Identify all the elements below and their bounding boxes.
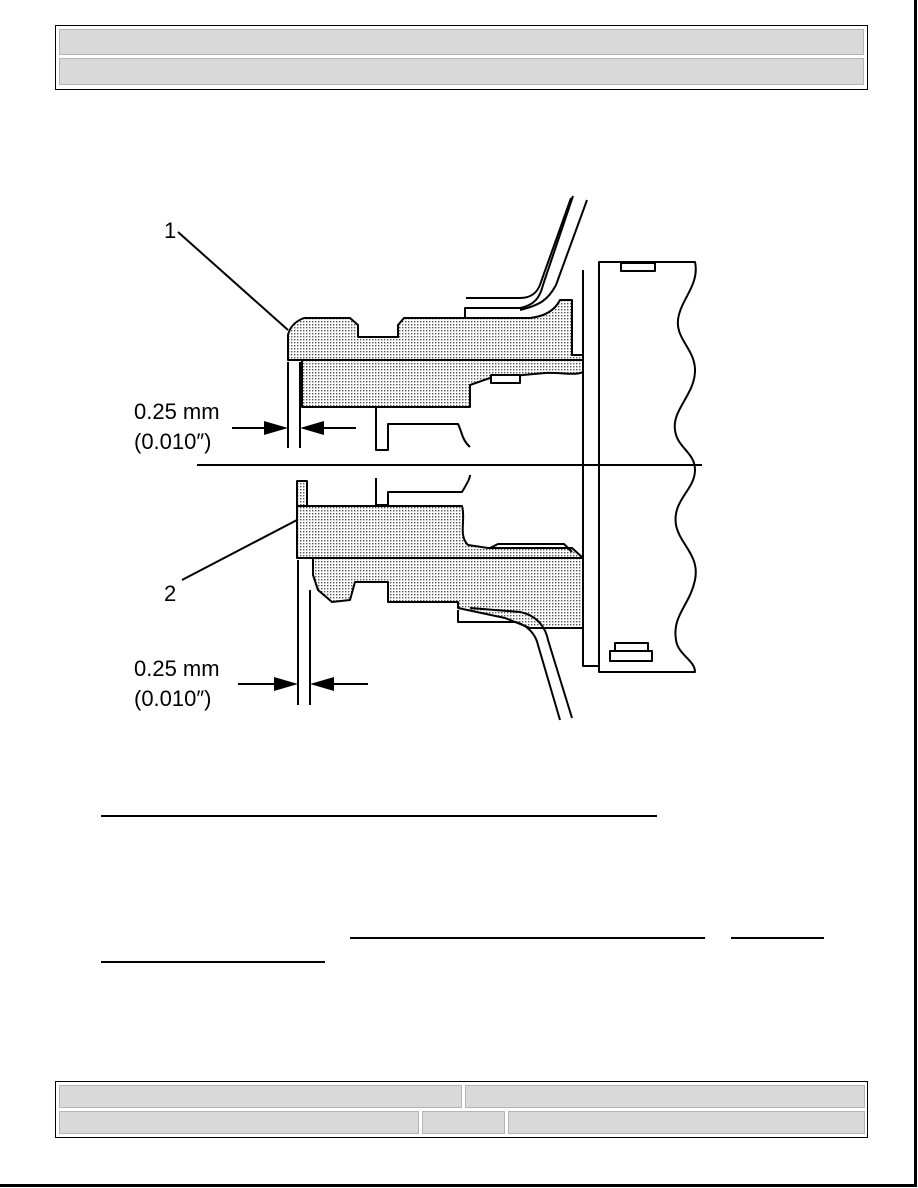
dim-top-metric: 0.25 mm: [134, 399, 220, 424]
text-rule-4: [101, 961, 325, 963]
dim-arrow-top-left: [264, 421, 288, 435]
dim-arrow-bottom-right: [310, 677, 334, 691]
housing-outline: [582, 261, 697, 673]
upper-arm: [464, 195, 574, 320]
lower-arm: [457, 610, 561, 721]
footer-cell-left-bottom: [59, 1111, 419, 1134]
footer-cell-right-top: [465, 1085, 865, 1108]
dim-bottom-metric: 0.25 mm: [134, 656, 220, 681]
dim-top-imperial: (0.010″): [134, 429, 212, 454]
callout-2-label: 2: [164, 581, 176, 606]
dim-arrow-top-right: [300, 421, 324, 435]
text-rule-2: [350, 937, 705, 939]
footer-cell-right-bottom: [508, 1111, 865, 1134]
header-subtitle-bar: [59, 58, 864, 85]
page-footer: [55, 1081, 868, 1138]
footer-cell-middle-bottom: [422, 1111, 505, 1134]
seal-upper: [287, 299, 584, 361]
seal-lower-flange: [312, 557, 584, 629]
dim-arrow-bottom-left: [274, 677, 298, 691]
header-title-bar: [59, 29, 864, 55]
text-rule-1: [101, 815, 657, 817]
callout-2-leader: [181, 519, 298, 581]
callout-1-leader: [177, 231, 289, 331]
housing-slot-top: [620, 262, 656, 272]
seal-lower-body: [296, 505, 584, 559]
dim-bottom-imperial: (0.010″): [134, 686, 212, 711]
footer-cell-left-top: [59, 1085, 462, 1108]
seal-lower-block: [301, 359, 584, 408]
seal-lower-tab: [296, 480, 308, 507]
callout-1-label: 1: [164, 218, 176, 243]
text-rule-3: [731, 937, 824, 939]
page-header: [55, 25, 868, 90]
